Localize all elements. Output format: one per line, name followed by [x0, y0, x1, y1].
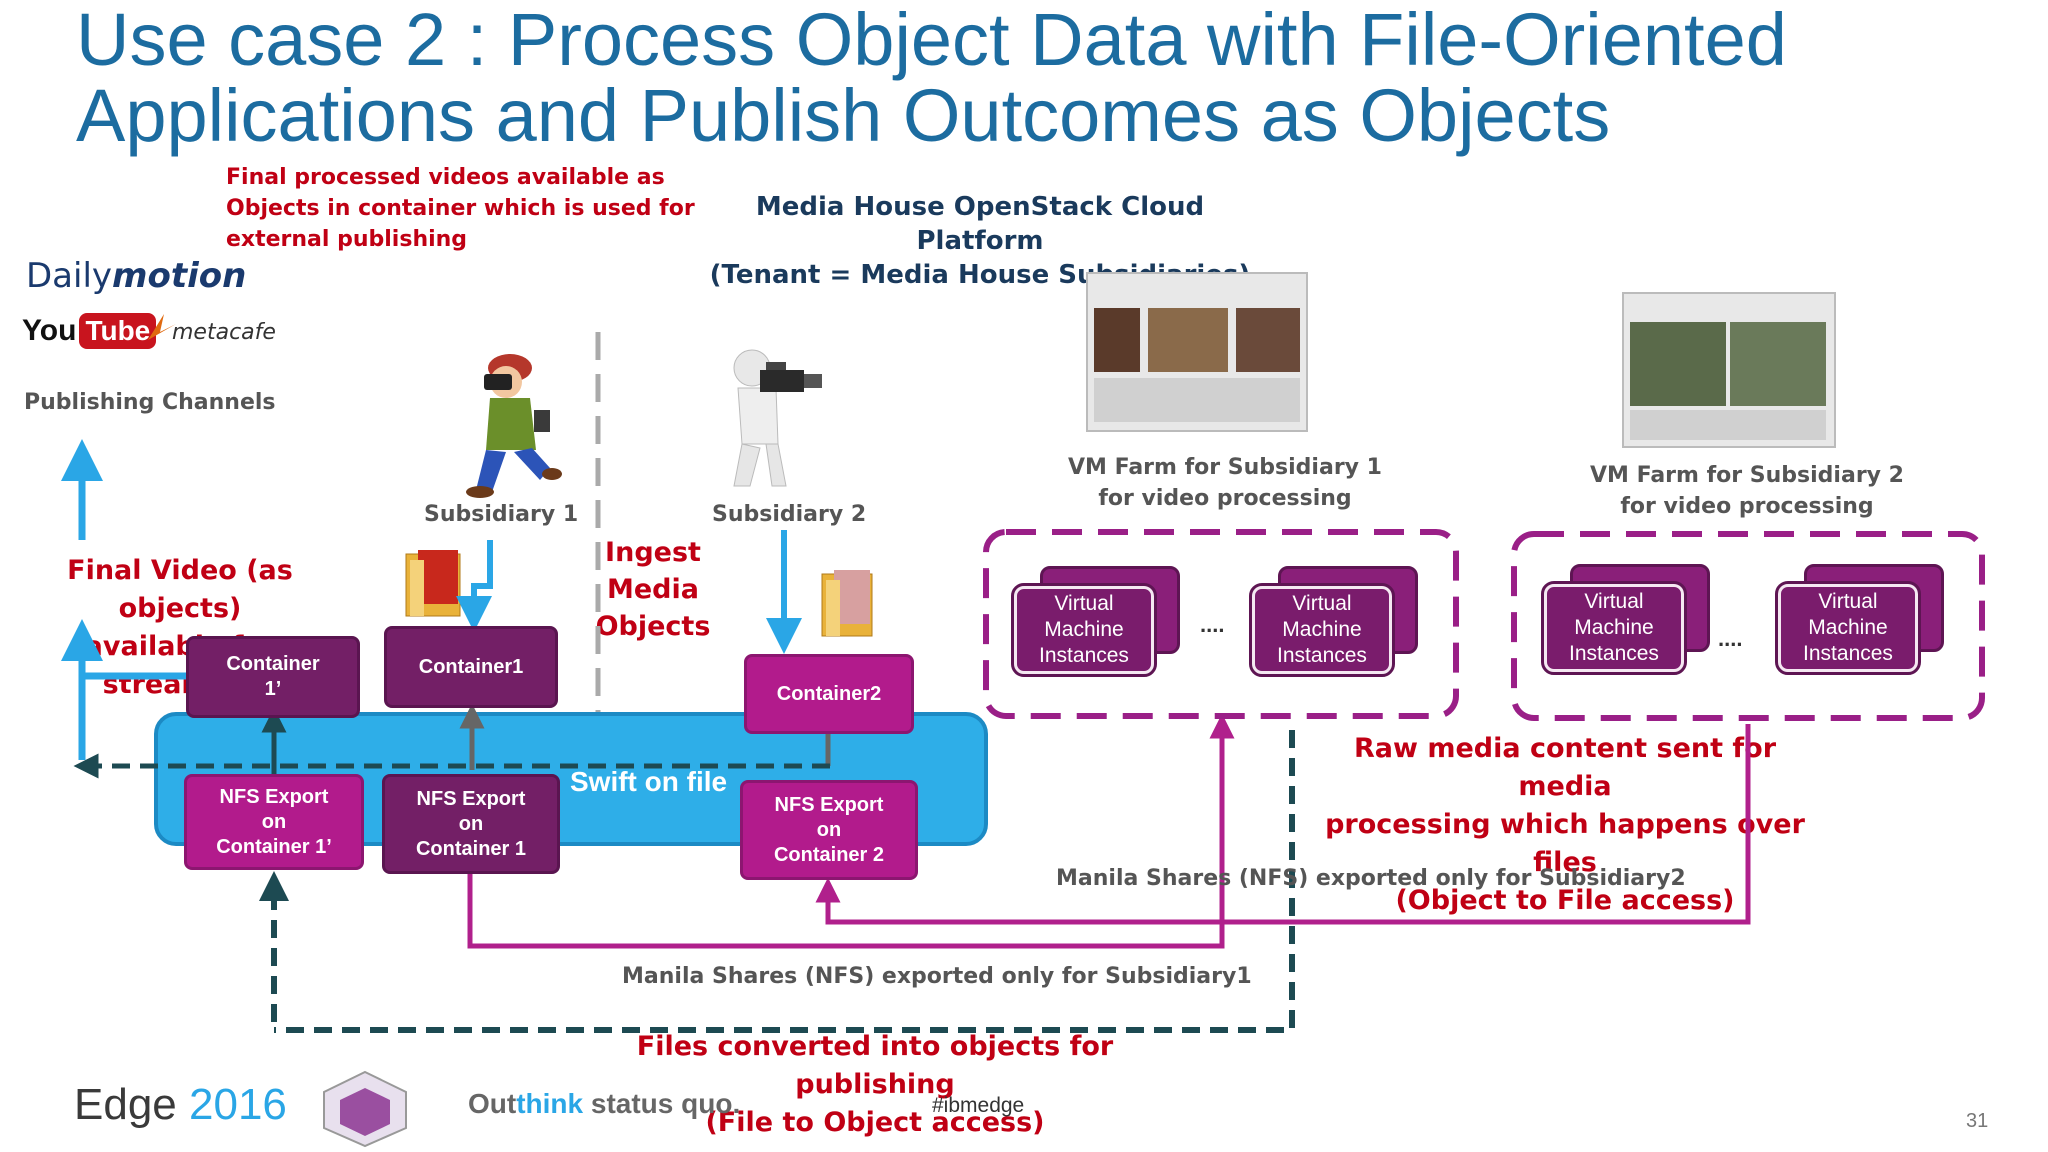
- container-2[interactable]: Container2: [744, 654, 914, 734]
- nfs-export-container-1-prime[interactable]: NFS Export on Container 1’: [184, 774, 364, 870]
- hashtag-label: #ibmedge: [932, 1094, 1025, 1117]
- outthink-slogan: Outthink status quo.: [468, 1088, 741, 1119]
- platform-title: Media House OpenStack Cloud Platform (Te…: [709, 192, 1251, 290]
- video-processing-screenshot-1: [1086, 272, 1308, 432]
- video-processing-screenshot-2: [1622, 292, 1836, 448]
- title-line-2: Applications and Publish Outcomes as Obj…: [76, 74, 1611, 157]
- metacafe-swirl-icon: [148, 314, 176, 340]
- manila-shares-sub2-label: Manila Shares (NFS) exported only for Su…: [1056, 866, 1686, 891]
- youtube-logo: You Tube: [22, 310, 157, 352]
- ibm-cube-logo-icon: [323, 1070, 407, 1148]
- media-folder-icon: [405, 550, 461, 617]
- dailymotion-logo: Dailymotion: [26, 256, 247, 296]
- page-number: 31: [1966, 1110, 1989, 1132]
- ingest-note: Ingest Media Objects: [595, 537, 711, 642]
- container-1-prime[interactable]: Container 1’: [186, 636, 360, 718]
- swift-on-file-label: Swift on file: [570, 766, 728, 797]
- vm-ellipsis-1: ....: [1200, 612, 1225, 637]
- nfs-export-container-2[interactable]: NFS Export on Container 2: [740, 780, 918, 880]
- media-folder-icon-2: [821, 570, 873, 637]
- vm-farm-1-label: VM Farm for Subsidiary 1 for video proce…: [1068, 455, 1382, 511]
- nfs-export-container-1[interactable]: NFS Export on Container 1: [382, 774, 560, 874]
- files-converted-note: Files converted into objects for publish…: [636, 1031, 1114, 1138]
- vm-farm-2-label: VM Farm for Subsidiary 2 for video proce…: [1590, 463, 1904, 519]
- cameraman-icon: [733, 349, 822, 487]
- publishing-channels-label: Publishing Channels: [24, 390, 276, 415]
- subsidiary-1-label: Subsidiary 1: [424, 502, 579, 527]
- title-line-1: Use case 2 : Process Object Data with Fi…: [76, 0, 1787, 81]
- metacafe-logo: metacafe: [142, 310, 282, 359]
- subsidiary-2-label: Subsidiary 2: [712, 502, 867, 527]
- raw-media-note: Raw media content sent for media process…: [1325, 733, 1805, 916]
- slide-title: Use case 2 : Process Object Data with Fi…: [76, 2, 1976, 154]
- final-processed-note: Final processed videos available as Obje…: [226, 165, 695, 252]
- container-1[interactable]: Container1: [384, 626, 558, 708]
- vm-ellipsis-2: ....: [1718, 626, 1743, 651]
- manila-shares-sub1-label: Manila Shares (NFS) exported only for Su…: [622, 964, 1252, 989]
- edge-2016-logo: Edge 2016: [74, 1080, 287, 1129]
- photographer-icon: [466, 354, 562, 498]
